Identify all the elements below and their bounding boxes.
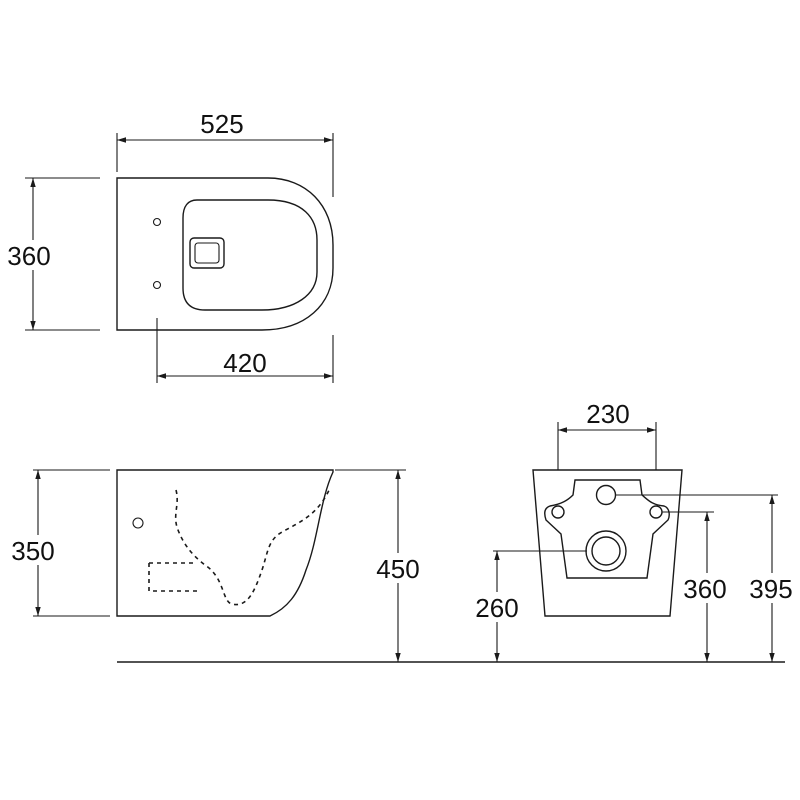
dim-395-label-bg <box>741 573 799 603</box>
top-view-fixing-hole-top <box>152 217 162 227</box>
dim-350-label-bg <box>5 535 65 565</box>
dim-360-top-label-bg <box>3 240 57 270</box>
side-view-outline <box>116 469 334 617</box>
dim-260-label-bg <box>468 592 528 622</box>
top-view-fixing-hole-bottom <box>152 280 162 290</box>
dim-360-front-label-bg <box>677 573 737 603</box>
dim-230-label: 230 <box>586 399 629 429</box>
top-view-hinge <box>189 237 225 269</box>
front-view-outline <box>532 469 683 617</box>
dim-450-label: 450 <box>376 554 419 584</box>
dim-450-label-bg <box>368 553 428 583</box>
dim-350-label: 350 <box>11 536 54 566</box>
dim-525-label: 525 <box>200 109 243 139</box>
dim-420-label: 420 <box>223 348 266 378</box>
front-view: 230 260 360 395 <box>468 399 799 662</box>
dim-260-label: 260 <box>475 593 518 623</box>
front-view-fixing-hole-left <box>551 505 565 519</box>
side-view-trap-hidden <box>174 487 331 606</box>
front-view-inlet-hole <box>595 484 617 506</box>
dim-395-label: 395 <box>749 574 792 604</box>
top-view-seat <box>182 199 318 311</box>
dim-360-top-label: 360 <box>7 241 50 271</box>
top-view-hinge-inner <box>194 242 220 264</box>
front-view-back-plate <box>544 479 670 579</box>
side-view-outlet-hidden <box>148 562 197 592</box>
dim-360-front-label: 360 <box>683 574 726 604</box>
side-view-fixing-hole <box>132 517 144 529</box>
front-view-outlet-inner <box>591 536 621 566</box>
top-view-bowl-outline <box>116 177 334 331</box>
top-view: 525 360 420 <box>3 109 334 383</box>
side-view: 350 450 <box>5 469 428 662</box>
front-view-fixing-hole-right <box>649 505 663 519</box>
